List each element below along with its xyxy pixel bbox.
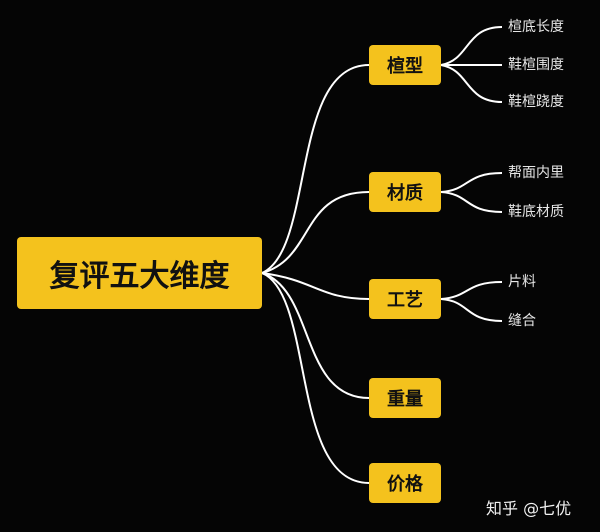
- connector-材质-to-帮面内里: [440, 172, 503, 193]
- connector-root-to-工艺: [261, 272, 370, 300]
- connector-楦型-to-鞋楦跷度: [440, 64, 503, 103]
- connector-root-to-材质: [261, 191, 370, 274]
- leaf-node: 鞋底材质: [508, 204, 564, 220]
- branch-node-craft: 工艺: [369, 279, 441, 319]
- branch-label: 楦型: [387, 56, 423, 77]
- branch-node-last-shape: 楦型: [369, 45, 441, 85]
- leaf-node: 缝合: [508, 313, 536, 329]
- connector-root-to-重量: [261, 272, 370, 399]
- root-node: 复评五大维度: [17, 237, 262, 309]
- branch-node-material: 材质: [369, 172, 441, 212]
- branch-label: 材质: [387, 183, 423, 204]
- connector-工艺-to-片料: [440, 281, 503, 300]
- branch-node-weight: 重量: [369, 378, 441, 418]
- branch-node-price: 价格: [369, 463, 441, 503]
- leaf-node: 鞋楦围度: [508, 57, 564, 73]
- connector-root-to-楦型: [261, 64, 370, 274]
- connector-工艺-to-缝合: [440, 298, 503, 322]
- branch-label: 工艺: [387, 290, 423, 311]
- watermark: 知乎 @七优: [486, 499, 572, 518]
- connector-root-to-价格: [261, 272, 370, 484]
- leaf-node: 鞋楦跷度: [508, 94, 564, 110]
- leaf-node: 楦底长度: [508, 19, 564, 35]
- leaf-node: 片料: [508, 274, 536, 290]
- root-label: 复评五大维度: [49, 259, 230, 294]
- connector-材质-to-鞋底材质: [440, 191, 503, 213]
- leaf-node: 帮面内里: [508, 165, 564, 181]
- connector-楦型-to-楦底长度: [440, 26, 503, 66]
- branch-label: 价格: [387, 474, 423, 495]
- branch-label: 重量: [387, 389, 423, 410]
